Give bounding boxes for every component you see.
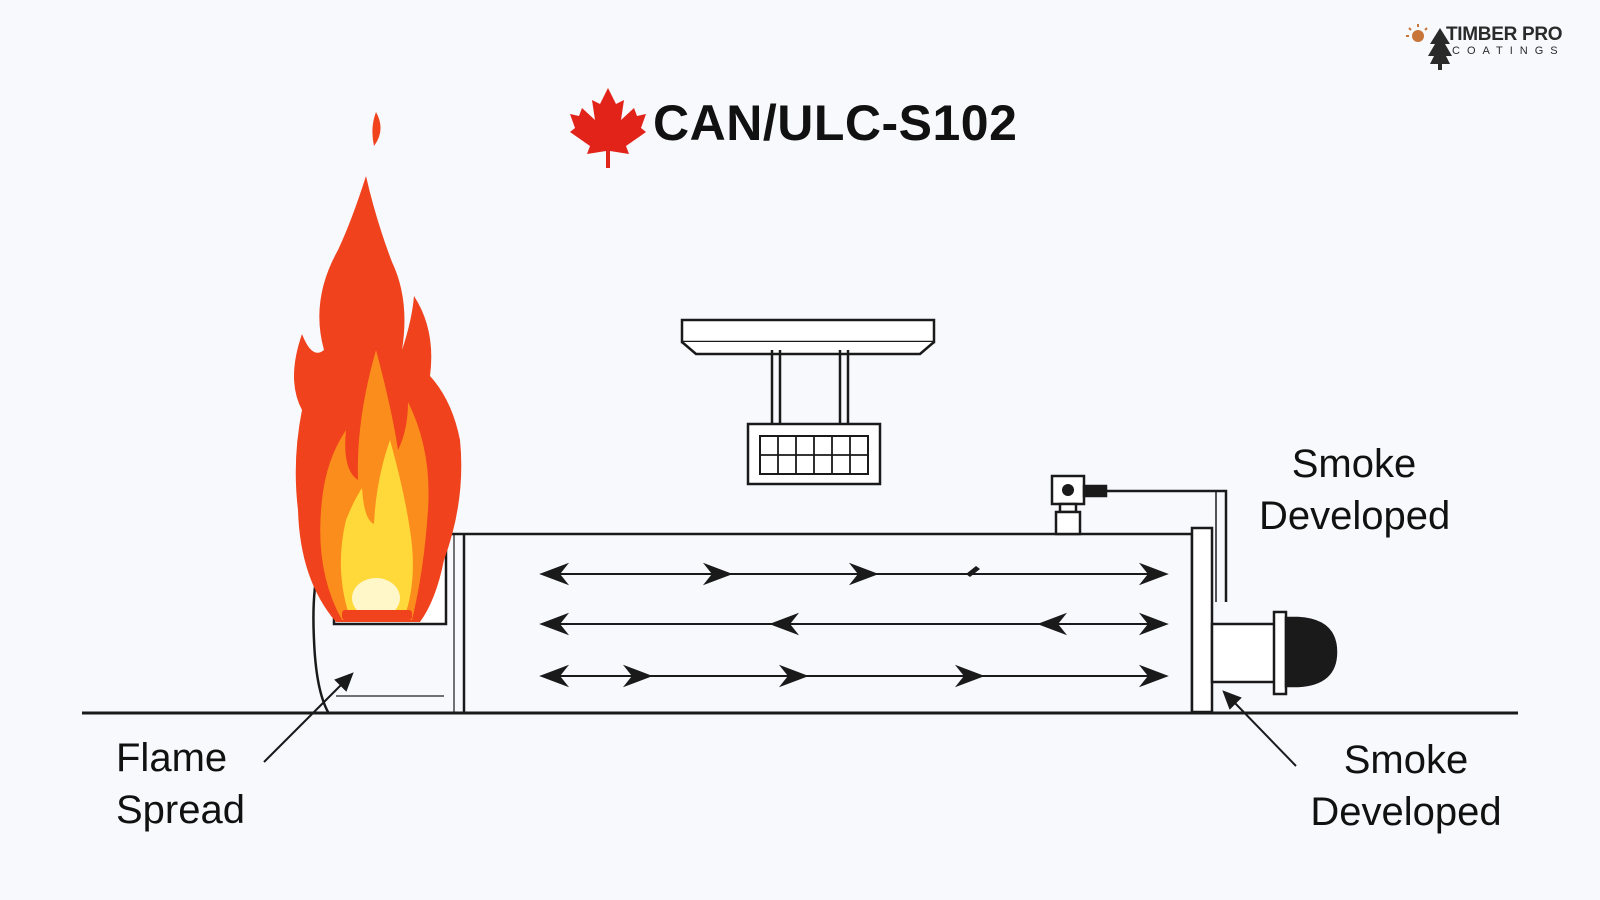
airflow-arrows <box>539 562 1169 688</box>
smoke-sensor-camera <box>1050 474 1228 602</box>
arrow-head <box>539 562 570 586</box>
arrow-head <box>954 664 985 688</box>
flame-spread-line-2: Spread <box>116 788 245 832</box>
arrow-head <box>1138 562 1169 586</box>
arrow-head <box>539 664 570 688</box>
title-text: CAN/ULC-S102 <box>653 95 1018 151</box>
title-flag-spacer <box>565 86 639 160</box>
smoke-developed-label-top: Smoke Developed <box>1259 438 1451 542</box>
maple-leaf-icon <box>570 88 646 168</box>
leader-lines <box>263 672 1297 767</box>
light-source <box>680 318 936 486</box>
page-title: CAN/ULC-S102 <box>565 86 1017 160</box>
arrow-head <box>622 664 653 688</box>
logo-line-2: COATINGS <box>1452 45 1565 57</box>
arrow-break-mark <box>966 566 980 577</box>
arrow-head <box>1138 612 1169 636</box>
arrow-head <box>769 612 800 636</box>
arrow-head <box>1138 664 1169 688</box>
arrow-head <box>702 562 733 586</box>
logo-line-1: TIMBER PRO <box>1446 24 1563 45</box>
arrow-head <box>1037 612 1068 636</box>
arrow-head <box>539 612 570 636</box>
smoke-bottom-line-1: Smoke <box>1343 738 1469 782</box>
flame-icon <box>294 112 462 622</box>
sun-tree-icon <box>1406 24 1452 70</box>
smoke-developed-label-bottom: Smoke Developed <box>1306 734 1506 838</box>
smoke-bottom-line-2: Developed <box>1310 790 1502 834</box>
flame-spread-label: Flame Spread <box>116 732 245 836</box>
flame-spread-line-1: Flame <box>116 736 228 780</box>
arrow-head <box>848 562 879 586</box>
exhaust-duct <box>1190 526 1338 714</box>
smoke-top-line-2: Developed <box>1259 494 1451 538</box>
arrow-head <box>778 664 809 688</box>
brand-logo: TIMBER PRO COATINGS <box>1406 22 1588 62</box>
smoke-top-line-1: Smoke <box>1291 442 1417 486</box>
